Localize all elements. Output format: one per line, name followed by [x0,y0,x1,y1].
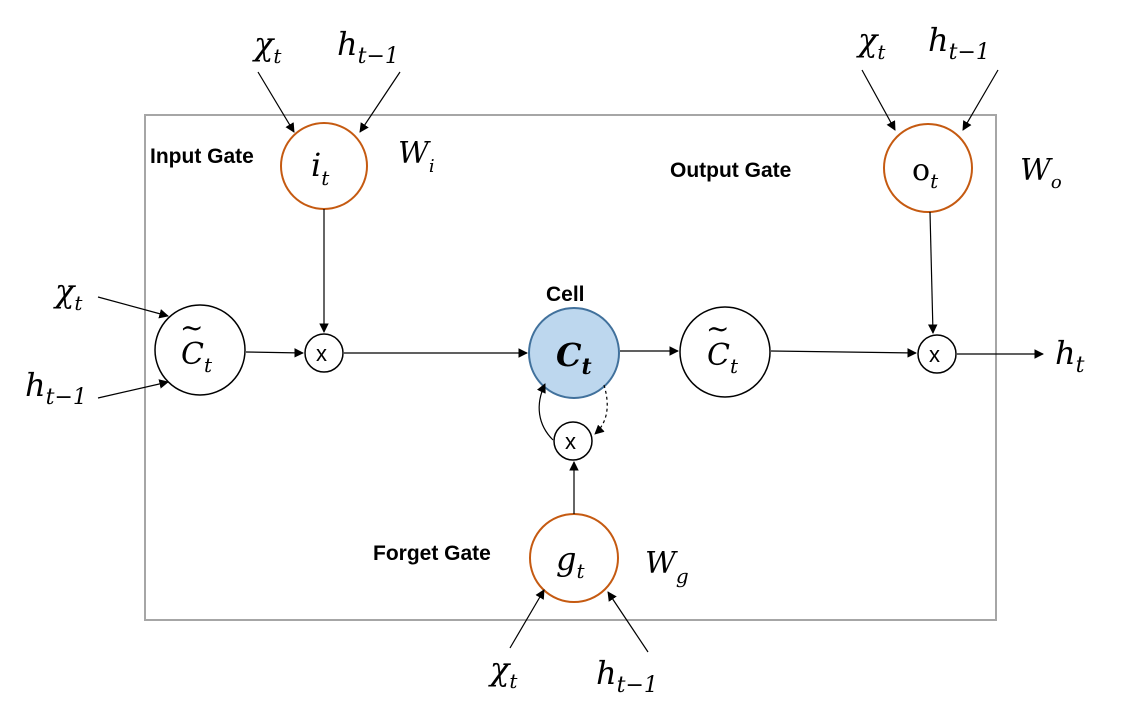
input-weight-symbol: Wi [398,136,435,177]
arrow-x-to-input-gate [257,71,295,133]
multiply-symbol-output: x [929,342,940,367]
lstm-unit-box [144,114,997,621]
arrow-x-to-forget-gate [509,589,545,649]
cell-symbol: Ct [556,336,592,380]
candidate-symbol-right: Ct [707,338,739,378]
output-weight-symbol: Wo [1020,153,1062,193]
forget-gate-symbol: gt [556,540,585,583]
arrow-h-to-candidate [97,379,169,399]
arrow-h-to-output-gate [962,69,999,131]
arrow-forget-multiply-to-cell [536,383,554,441]
candidate-node-left [154,304,246,396]
output-gate-x-input: χt [856,21,886,64]
multiply-node-forget [553,421,593,461]
hidden-output-symbol: ht [1055,334,1085,378]
output-gate-h-input: ht−1 [928,21,990,65]
arrow-cell-to-forget-multiply-dashed [594,384,608,435]
candidate-node-right [679,306,771,398]
candidate-h-input: ht−1 [25,366,87,410]
forget-gate-label: Forget Gate [373,542,491,565]
input-gate-h-input: ht−1 [337,25,399,69]
arrow-candidate-right-to-multiply [770,348,917,358]
candidate-symbol-left: Ct [181,337,213,377]
multiply-symbol-input: x [316,341,327,366]
cell-label: Cell [546,283,585,306]
input-gate-label: Input Gate [150,145,254,168]
candidate-mark-left: ~ [180,311,203,344]
output-gate-node [883,123,973,213]
forget-gate-x-input: χt [488,650,518,693]
cell-node [528,307,620,399]
arrow-x-to-output-gate [861,69,896,131]
input-gate-x-input: χt [252,25,282,68]
multiply-symbol-forget: x [565,429,576,454]
output-gate-symbol: ot [912,153,939,193]
arrow-output-gate-to-multiply [927,211,938,334]
output-gate-label: Output Gate [670,159,791,182]
forget-gate-h-input: ht−1 [596,654,658,698]
multiply-node-output [917,334,957,374]
candidate-mark-right: ~ [706,312,729,345]
multiply-node-input [304,333,344,373]
candidate-x-input: χt [53,272,83,315]
arrow-x-to-candidate [97,296,169,319]
arrow-h-to-input-gate [359,71,401,133]
forget-weight-symbol: Wg [645,546,689,588]
arrow-candidate-to-multiply [245,348,304,358]
input-gate-symbol: it [311,146,330,190]
arrow-h-to-forget-gate [607,591,649,653]
